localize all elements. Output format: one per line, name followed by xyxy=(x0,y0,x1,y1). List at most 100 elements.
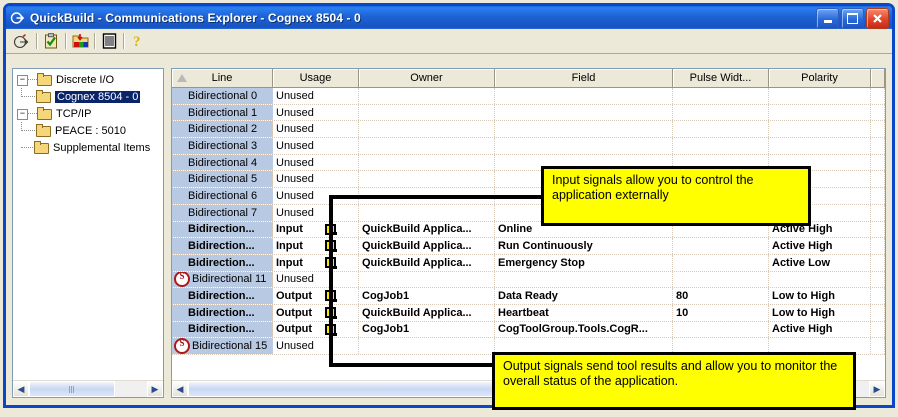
cell-owner xyxy=(359,338,495,354)
cell-polarity xyxy=(769,154,871,171)
grid-column-header-line[interactable]: Line xyxy=(172,69,273,88)
cell-filler xyxy=(871,321,885,338)
minimize-icon[interactable] xyxy=(816,8,839,29)
grid-column-header-polarity[interactable]: Polarity xyxy=(769,69,871,88)
scroll-right-button[interactable]: ▶ xyxy=(147,381,163,397)
line-text: Bidirection... xyxy=(188,223,255,236)
cell-line: Bidirection... xyxy=(172,321,273,338)
field-text: Emergency Stop xyxy=(498,256,585,269)
cell-polarity: Active High xyxy=(769,221,871,238)
grid-column-header-field[interactable]: Field xyxy=(495,69,673,88)
input-callout-leader xyxy=(329,195,544,199)
collapse-toggle-icon[interactable]: − xyxy=(17,109,28,120)
line-text: Bidirection... xyxy=(188,306,255,319)
cell-field: Run Continuously xyxy=(495,238,673,254)
cell-owner xyxy=(359,154,495,171)
tree-node-cognex-8504-0[interactable]: Cognex 8504 - 0 xyxy=(13,88,163,105)
output-callout: Output signals send tool results and all… xyxy=(492,352,856,410)
tree-node-label: Cognex 8504 - 0 xyxy=(55,90,141,103)
cell-owner: QuickBuild Applica... xyxy=(359,221,495,238)
client-area: − Discrete I/O Cognex 8504 - 0 − xyxy=(6,54,892,405)
usage-text: Unused xyxy=(276,139,314,152)
cell-line: Bidirection... xyxy=(172,238,273,254)
device-tree-panel[interactable]: − Discrete I/O Cognex 8504 - 0 − xyxy=(12,68,164,398)
list-icon[interactable] xyxy=(98,31,120,51)
window-controls xyxy=(816,8,889,29)
tree-node-supplemental-items[interactable]: Supplemental Items xyxy=(13,139,163,156)
polarity-text: Low to High xyxy=(772,290,835,303)
input-callout: Input signals allow you to control the a… xyxy=(541,166,811,226)
cell-polarity xyxy=(769,171,871,188)
usage-text: Input xyxy=(276,240,303,253)
tree-horizontal-scrollbar[interactable]: ◀ ▶ xyxy=(13,380,163,397)
table-row[interactable]: Bidirection... Input QuickBuild Applica...… xyxy=(172,238,885,255)
owner-text: QuickBuild Applica... xyxy=(362,240,472,253)
pulse-text: 10 xyxy=(676,306,689,319)
close-icon[interactable] xyxy=(866,8,889,29)
scroll-thumb[interactable] xyxy=(29,381,115,397)
column-header-label: Owner xyxy=(410,72,443,84)
cell-filler xyxy=(871,204,885,221)
line-text: Bidirectional 7 xyxy=(188,206,258,219)
cell-line: Bidirection... xyxy=(172,288,273,304)
cell-field: Data Ready xyxy=(495,288,673,304)
line-text: Bidirectional 3 xyxy=(188,139,258,152)
cell-owner: QuickBuild Applica... xyxy=(359,304,495,321)
cell-pulse xyxy=(673,338,769,354)
scroll-track[interactable] xyxy=(29,381,147,397)
cell-owner xyxy=(359,171,495,188)
cell-pulse xyxy=(673,254,769,271)
cell-line: Bidirectional 0 xyxy=(172,88,273,104)
tree-node-tcp-ip[interactable]: − TCP/IP xyxy=(13,105,163,122)
communications-explorer-icon[interactable] xyxy=(69,31,91,51)
collapse-toggle-icon[interactable]: − xyxy=(17,75,28,86)
cell-field xyxy=(495,138,673,154)
tree-node-label: Supplemental Items xyxy=(53,141,151,154)
cell-polarity: Active Low xyxy=(769,254,871,271)
scroll-left-button[interactable]: ◀ xyxy=(172,381,188,397)
line-text: Bidirectional 5 xyxy=(188,173,258,186)
clipboard-check-icon[interactable] xyxy=(40,31,62,51)
owner-text: QuickBuild Applica... xyxy=(362,223,472,236)
run-icon[interactable] xyxy=(11,31,33,51)
tree-node-discrete-io[interactable]: − Discrete I/O xyxy=(13,71,163,88)
cell-field xyxy=(495,338,673,354)
tree-nodes: − Discrete I/O Cognex 8504 - 0 − xyxy=(13,71,163,380)
line-text: Bidirectional 15 xyxy=(192,340,268,353)
scroll-right-button[interactable]: ▶ xyxy=(869,381,885,397)
scroll-left-button[interactable]: ◀ xyxy=(13,381,29,397)
cell-pulse xyxy=(673,121,769,138)
pulse-text: 80 xyxy=(676,290,689,303)
table-row[interactable]: Bidirectional 3 Unused xyxy=(172,138,885,155)
cell-line: Bidirectional 4 xyxy=(172,154,273,171)
cell-pulse xyxy=(673,154,769,171)
grid-column-header-owner[interactable]: Owner xyxy=(359,69,495,88)
tree-node-peace-5010[interactable]: PEACE : 5010 xyxy=(13,122,163,139)
grid-column-header-pulse-widt[interactable]: Pulse Widt... xyxy=(673,69,769,88)
folder-icon xyxy=(36,90,52,103)
owner-text: CogJob1 xyxy=(362,323,410,336)
maximize-icon[interactable] xyxy=(841,8,864,29)
grid-column-header-usage[interactable]: Usage xyxy=(273,69,359,88)
line-text: Bidirection... xyxy=(188,240,255,253)
usage-text: Unused xyxy=(276,106,314,119)
title-bar[interactable]: QuickBuild - Communications Explorer - C… xyxy=(6,6,892,29)
help-icon[interactable]: ? xyxy=(127,31,149,51)
column-header-label: Line xyxy=(211,72,233,84)
cell-usage: Unused xyxy=(273,121,359,138)
cell-field: Online xyxy=(495,221,673,238)
quickbuild-icon xyxy=(10,11,26,25)
